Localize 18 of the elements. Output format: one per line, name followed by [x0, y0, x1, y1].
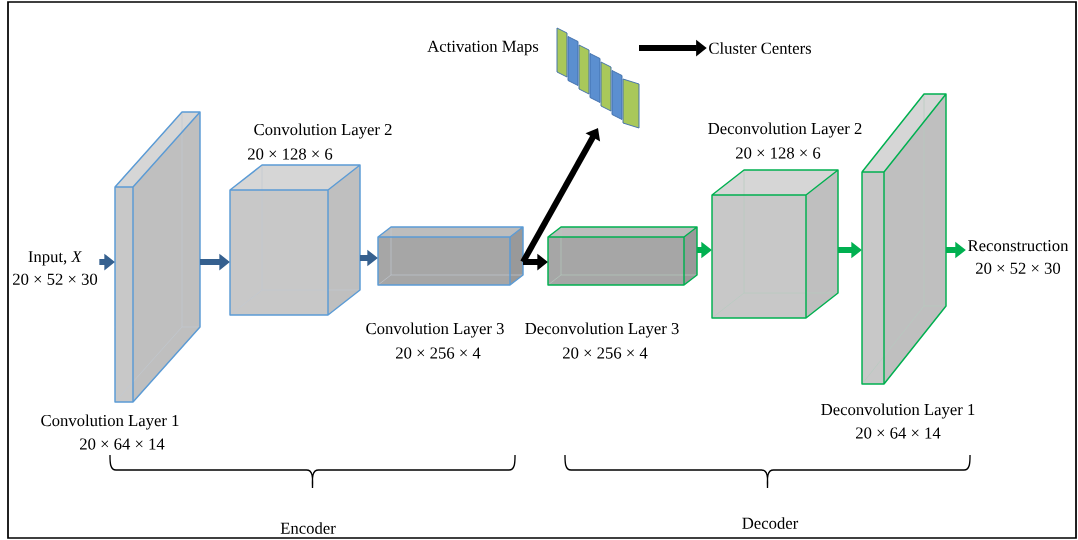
layer-name: Convolution Layer 3	[366, 322, 504, 338]
layer-name: Convolution Layer 1	[41, 414, 179, 430]
text-label: Reconstruction 20 × 52 × 30	[968, 240, 1069, 274]
layer-size: 20 × 128 × 6	[736, 147, 821, 159]
layer-size: 20 × 64 × 14	[856, 427, 941, 439]
group-label: Decoder	[742, 517, 799, 529]
layer-name: Deconvolution Layer 1	[821, 403, 975, 419]
node-label: Activation Maps	[427, 40, 539, 56]
layer-size: 20 × 64 × 14	[80, 438, 165, 450]
layer-name: Convolution Layer 2	[254, 123, 392, 139]
layer-name: Deconvolution Layer 3	[525, 322, 679, 338]
group-label: Encoder	[280, 522, 336, 534]
layer-name: Deconvolution Layer 2	[708, 122, 862, 138]
layer-size: 20 × 256 × 4	[396, 347, 481, 359]
layer-size: 20 × 128 × 6	[248, 148, 333, 160]
text-label: Input, X 20 × 52 × 30	[13, 251, 98, 285]
layer-size: 20 × 256 × 4	[563, 347, 648, 359]
text-label: Cluster Centers	[709, 42, 811, 54]
